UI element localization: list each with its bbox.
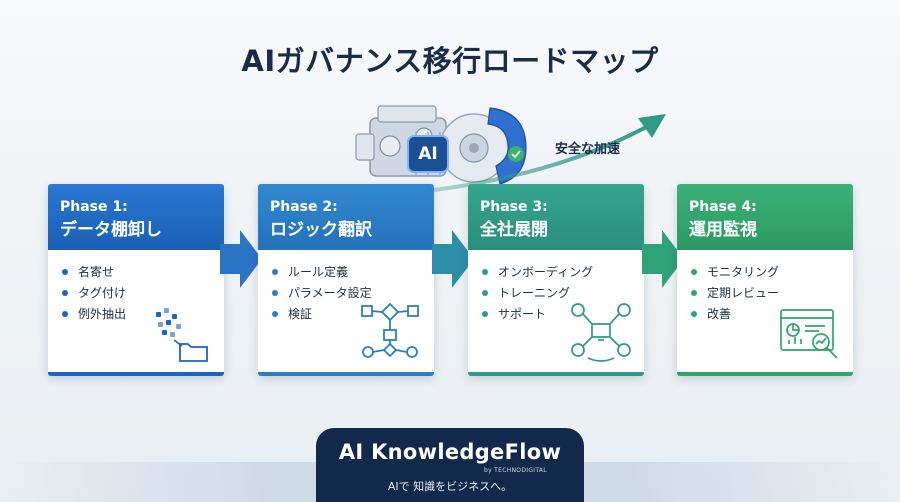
- list-item: サポート: [482, 304, 644, 325]
- phase-label: Phase 3:: [480, 199, 548, 215]
- phase-card-bottom-bar: [468, 372, 644, 376]
- phase-name: ロジック翻訳: [270, 220, 372, 240]
- brand-byline: by TECHNODIGITAL: [484, 467, 547, 474]
- list-item: 名寄せ: [62, 262, 224, 283]
- phase-label: Phase 1:: [60, 199, 128, 215]
- phase-card-1: Phase 1: データ棚卸し 名寄せ タグ付け 例外抽出: [48, 184, 224, 376]
- phase-card-2: Phase 2: ロジック翻訳 ルール定義 パラメータ設定 検証: [258, 184, 434, 376]
- phase-name: 運用監視: [689, 220, 757, 240]
- phase-arrow-1: [220, 230, 262, 288]
- ai-engine-illustration: [355, 105, 527, 185]
- phase-card-bottom-bar: [258, 372, 434, 376]
- list-item: 改善: [691, 304, 853, 325]
- list-item: ルール定義: [272, 262, 434, 283]
- list-item: 例外抽出: [62, 304, 224, 325]
- list-item: 定期レビュー: [691, 283, 853, 304]
- accelerate-label: 安全な加速: [555, 142, 621, 157]
- network-users-icon: [571, 303, 631, 362]
- list-item: トレーニング: [482, 283, 644, 304]
- phase-arrow-2: [432, 230, 474, 288]
- phase-card-bottom-bar: [48, 372, 224, 376]
- flowchart-icon: [361, 302, 419, 358]
- phase-header-2: Phase 2: ロジック翻訳: [258, 184, 434, 250]
- list-item: タグ付け: [62, 283, 224, 304]
- list-item: パラメータ設定: [272, 283, 434, 304]
- dashboard-monitor-icon: [780, 309, 838, 359]
- phase-name: データ棚卸し: [60, 220, 162, 240]
- phase-header-1: Phase 1: データ棚卸し: [48, 184, 224, 250]
- folder-data-icon: [156, 308, 208, 362]
- phase-arrow-3: [642, 230, 684, 288]
- page-title: AIガバナンス移行ロードマップ: [241, 44, 659, 78]
- list-item: オンボーディング: [482, 262, 644, 283]
- list-item: モニタリング: [691, 262, 853, 283]
- list-item: 検証: [272, 304, 434, 325]
- brand-footer: AI KnowledgeFlow by TECHNODIGITAL AIで 知識…: [316, 428, 584, 502]
- phase-header-3: Phase 3: 全社展開: [468, 184, 644, 250]
- phase-card-4: Phase 4: 運用監視 モニタリング 定期レビュー 改善: [677, 184, 853, 376]
- ai-chip-badge: AI: [418, 144, 438, 164]
- brand-name: AI KnowledgeFlow: [338, 440, 562, 464]
- phase-label: Phase 4:: [689, 199, 757, 215]
- phase-card-3: Phase 3: 全社展開 オンボーディング トレーニング サポート: [468, 184, 644, 376]
- phase-label: Phase 2:: [270, 199, 338, 215]
- phase-card-bottom-bar: [677, 372, 853, 376]
- phase-name: 全社展開: [480, 220, 548, 240]
- phase-header-4: Phase 4: 運用監視: [677, 184, 853, 250]
- brand-tagline: AIで 知識をビジネスへ。: [387, 480, 513, 493]
